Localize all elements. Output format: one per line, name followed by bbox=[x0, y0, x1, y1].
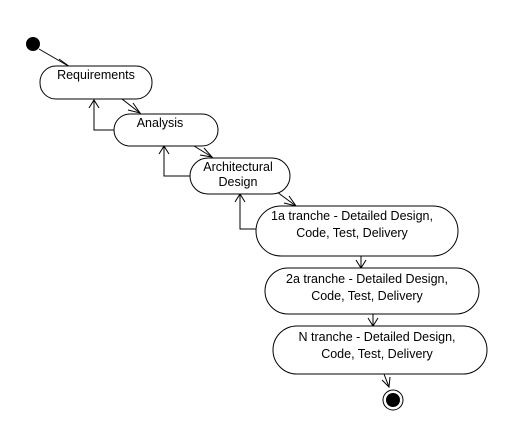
initial-node bbox=[26, 37, 40, 51]
flow-analysis-back-to-requirements bbox=[93, 100, 114, 131]
state-analysis-label: Analysis bbox=[137, 116, 184, 130]
state-requirements-label: Requirements bbox=[57, 68, 135, 82]
state-tranche-n-label-line1: N tranche - Detailed Design, bbox=[298, 330, 455, 344]
state-tranche-2a: 2a tranche - Detailed Design, Code, Test… bbox=[264, 267, 480, 315]
arrowhead-requirements-return bbox=[88, 99, 100, 109]
state-tranche-1a-label-line1: 1a tranche - Detailed Design, bbox=[271, 209, 433, 223]
flow-initial-to-requirements bbox=[38, 48, 71, 68]
flow-tranche-n-to-final bbox=[383, 373, 390, 388]
final-node bbox=[382, 389, 404, 411]
state-architectural-design: Architectural Design bbox=[189, 157, 291, 195]
state-tranche-2a-label-line1: 2a tranche - Detailed Design, bbox=[286, 272, 448, 286]
state-tranche-1a: 1a tranche - Detailed Design, Code, Test… bbox=[255, 205, 459, 257]
arrowhead-architectural-design bbox=[199, 147, 214, 158]
state-architectural-design-label-line1: Architectural bbox=[203, 160, 272, 174]
state-tranche-n-label-line2: Code, Test, Delivery bbox=[321, 347, 433, 361]
state-analysis: Analysis bbox=[113, 113, 219, 147]
state-tranche-n: N tranche - Detailed Design, Code, Test,… bbox=[272, 325, 488, 375]
state-requirements: Requirements bbox=[39, 65, 153, 100]
flow-requirements-to-analysis bbox=[121, 98, 141, 114]
state-tranche-2a-label-line2: Code, Test, Delivery bbox=[311, 289, 423, 303]
arrowhead-final bbox=[381, 376, 391, 389]
state-architectural-design-label-line2: Design bbox=[219, 175, 258, 189]
flow-analysis-to-architectural-design bbox=[193, 145, 213, 158]
flow-architectural-design-back-to-analysis bbox=[163, 146, 190, 177]
state-tranche-1a-label-line2: Code, Test, Delivery bbox=[296, 226, 408, 240]
flow-architectural-design-to-tranche-1a bbox=[276, 191, 297, 207]
arrowhead-analysis bbox=[127, 102, 142, 114]
flow-tranche-1a-back-to-architectural-design bbox=[239, 194, 256, 230]
flows bbox=[38, 48, 390, 388]
